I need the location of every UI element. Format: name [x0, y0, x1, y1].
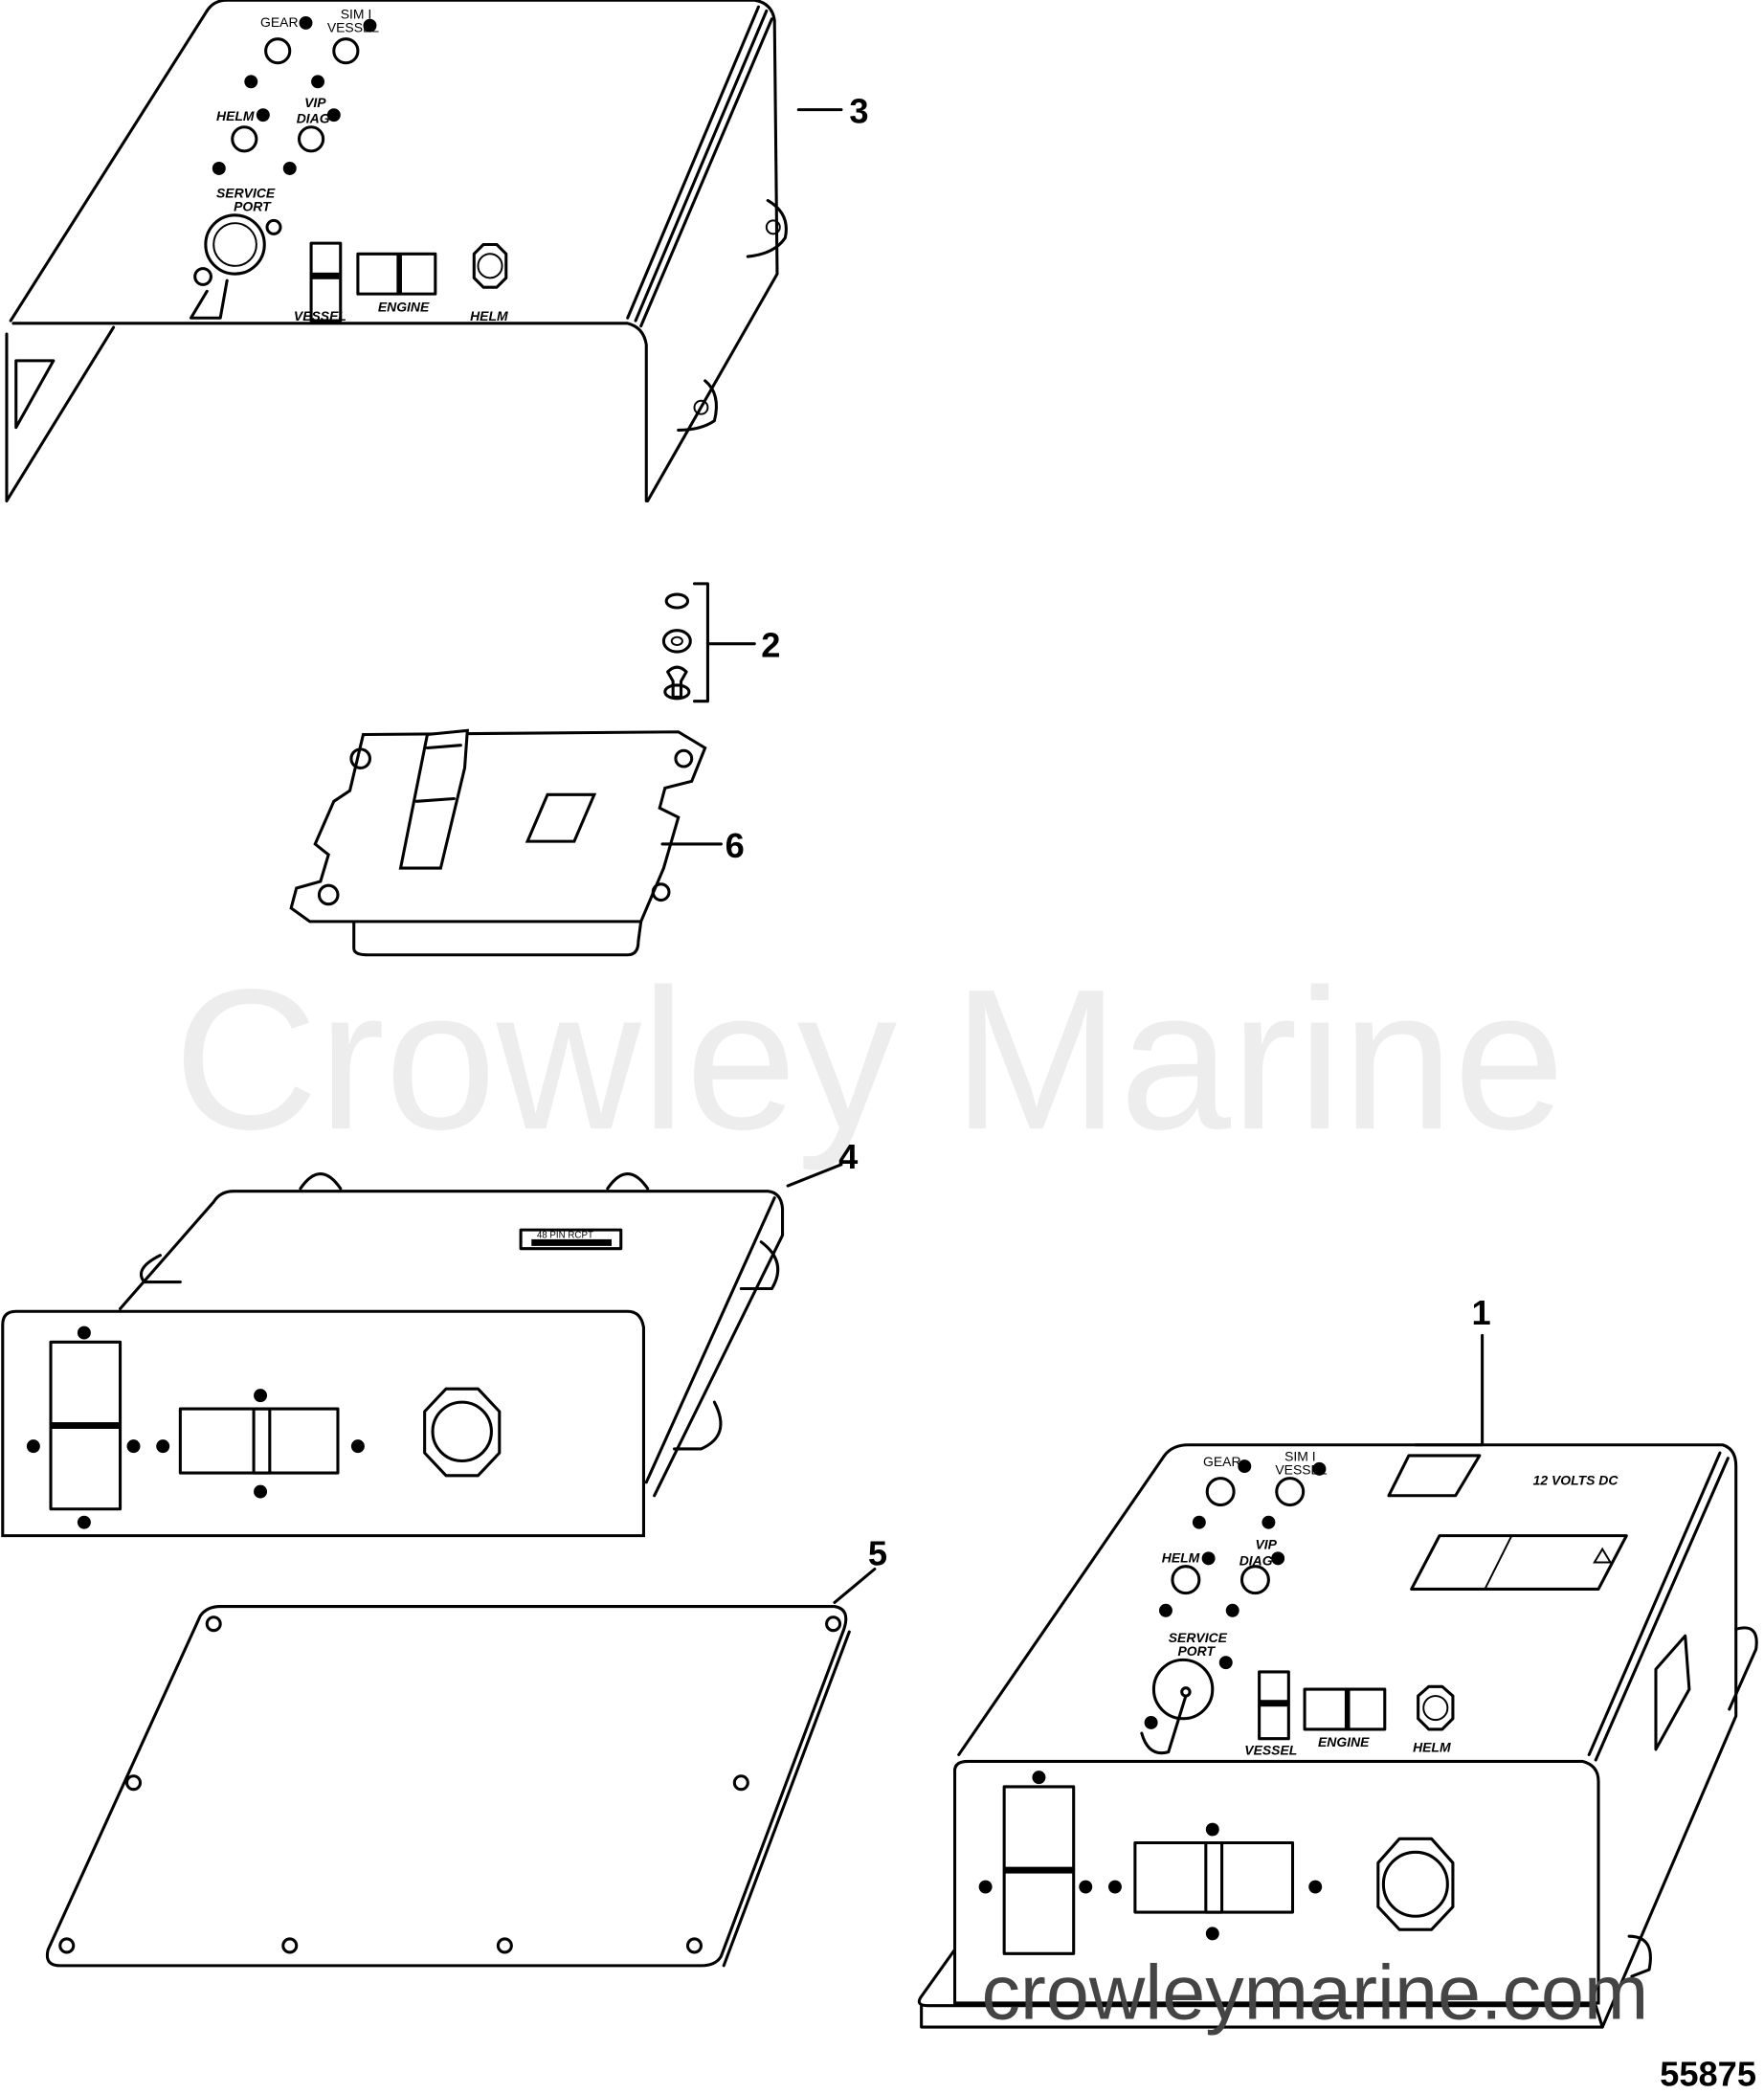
label-48-pin-rcpt: 48 PIN RCPT [537, 1231, 593, 1241]
label-service-assembly: SERVICE [1169, 1630, 1228, 1645]
watermark: Crowley Marine [173, 948, 1565, 1171]
label-helm-connector-assembly: HELM [1413, 1740, 1451, 1755]
label-sim-vessel: VESSEL [327, 20, 379, 35]
part-6-module: 6 [289, 728, 745, 957]
label-sim-vessel-assembly: VESSEL [1275, 1461, 1327, 1477]
label-port-assembly: PORT [1178, 1643, 1217, 1659]
label-helm-assembly: HELM [1162, 1550, 1200, 1566]
label-gear-assembly: GEAR [1203, 1454, 1240, 1469]
label-12-volts-dc: 12 VOLTS DC [1533, 1473, 1619, 1488]
part-2-hardware: 2 [661, 582, 780, 703]
part-4-housing: 48 PIN RCPT 4 [1, 1137, 858, 1538]
label-engine: ENGINE [378, 299, 430, 314]
label-helm-connector: HELM [470, 308, 508, 323]
callout-5: 5 [868, 1533, 887, 1572]
figure-number: 55875 [1660, 2054, 1756, 2093]
label-engine-assembly: ENGINE [1318, 1734, 1370, 1749]
label-helm: HELM [216, 108, 255, 123]
label-diag: DIAG [297, 111, 330, 126]
callout-4: 4 [838, 1137, 858, 1176]
label-vessel-assembly: VESSEL [1244, 1742, 1297, 1757]
watermark-url: crowleymarine.com [981, 1950, 1648, 2037]
part-1-assembly: 12 VOLTS DC GEAR SIM I VESSEL HELM VIP D… [917, 1293, 1758, 2029]
callout-6: 6 [726, 826, 745, 865]
label-vessel: VESSEL [294, 308, 346, 323]
label-vip: VIP [304, 95, 326, 110]
part-3-cover: GEAR SIM I VESSEL HELM VIP DIAG SERVICE … [5, 0, 868, 502]
part-5-base-plate: 5 [45, 1533, 887, 1968]
label-gear: GEAR [260, 14, 298, 30]
callout-2: 2 [761, 626, 780, 665]
label-sim-1: SIM I [341, 7, 372, 22]
label-sim-1-assembly: SIM I [1284, 1448, 1316, 1463]
label-vip-assembly: VIP [1255, 1537, 1277, 1552]
callout-3: 3 [849, 92, 868, 131]
callout-1: 1 [1471, 1293, 1490, 1332]
label-diag-assembly: DIAG [1239, 1552, 1273, 1568]
label-port: PORT [234, 199, 272, 214]
label-service: SERVICE [216, 186, 276, 201]
